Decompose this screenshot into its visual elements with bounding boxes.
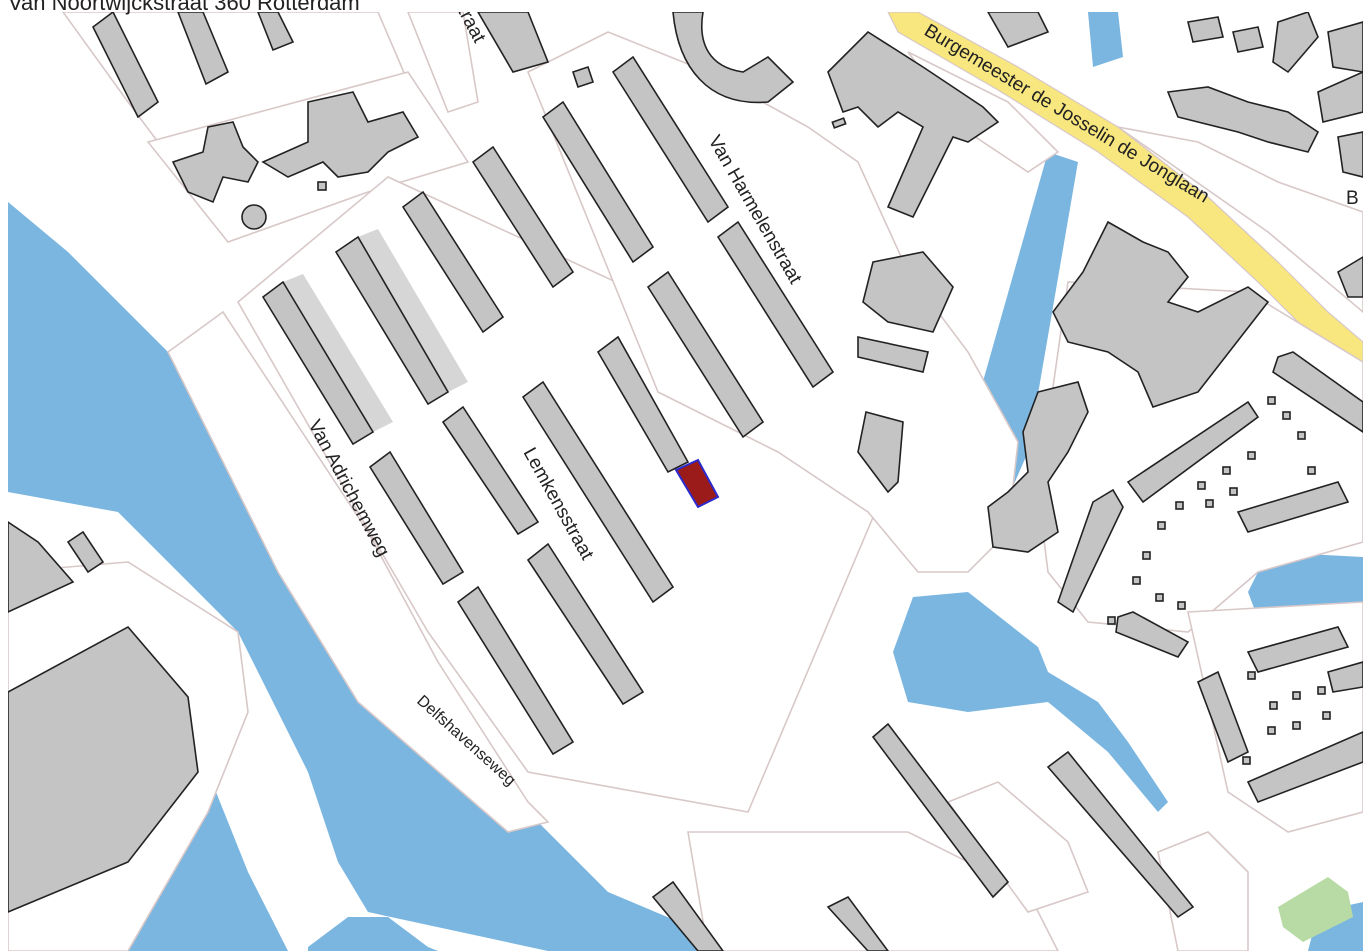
pond-south [308, 917, 438, 951]
map-canvas[interactable]: straat Burgemeester de Josselin de Jongl… [8, 12, 1363, 951]
canal-north [1088, 12, 1123, 67]
street-label-edge-fragment: B [1346, 188, 1359, 209]
park-area [1278, 877, 1353, 942]
main-road [887, 12, 1363, 388]
buildings [8, 12, 1363, 951]
selected-parcel-marker[interactable] [674, 458, 720, 509]
small-sheds [1107, 396, 1331, 765]
map-title: Van Noortwijckstraat 360 Rotterdam [8, 0, 360, 15]
pond-large [893, 592, 1168, 812]
